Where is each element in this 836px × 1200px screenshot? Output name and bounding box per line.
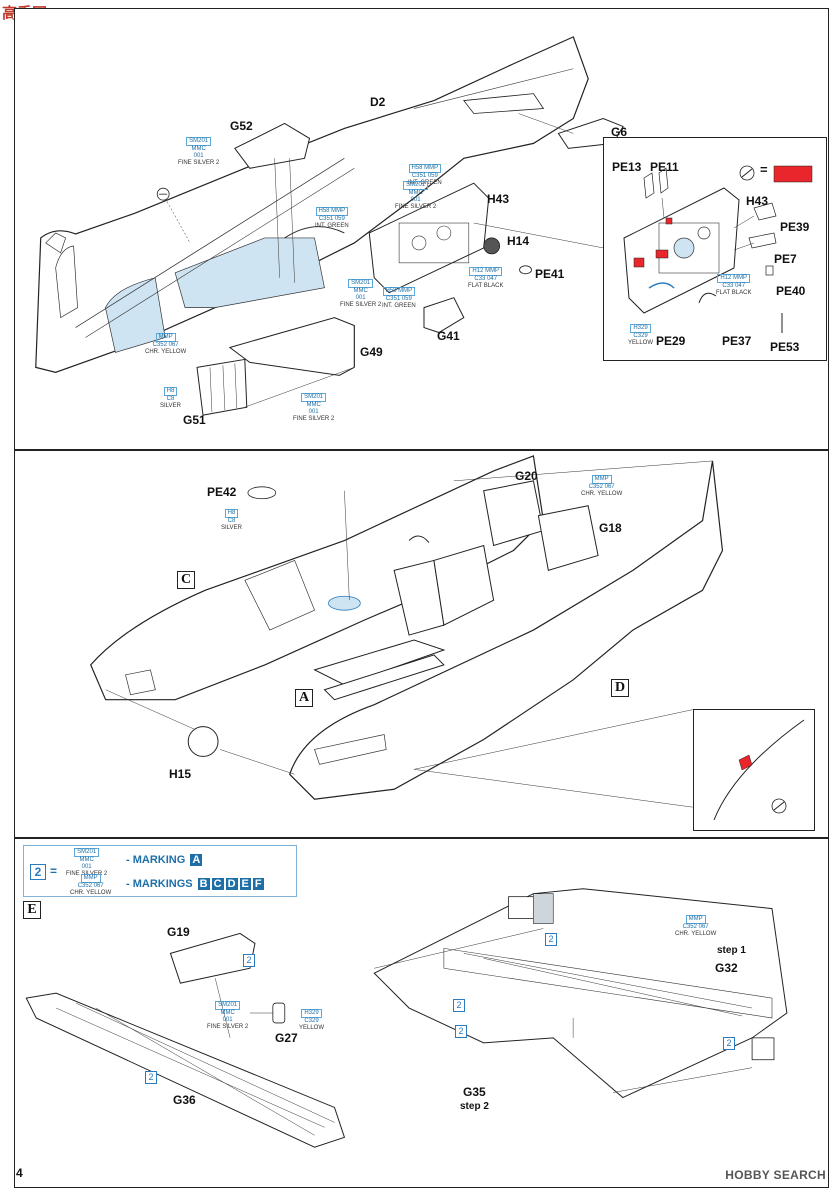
part-label-g41: G41 (437, 329, 460, 343)
photo-etch-detail-inset: = PE13 PE11 H43 PE39 PE7 PE40 PE29 PE37 … (603, 137, 827, 361)
ref-number-box: 2 (30, 864, 46, 880)
vent-detail-drawing (713, 719, 805, 821)
part-label-pe53: PE53 (770, 340, 800, 354)
fuselage-half-drawing (35, 36, 624, 416)
red-paint-swatch (773, 165, 813, 183)
part-label-g36: G36 (173, 1093, 196, 1107)
paint-callout-sm201: SM201 MMC 001 FINE SILVER 2 (207, 1001, 249, 1030)
part-label-h15: H15 (169, 767, 192, 781)
marking-legend: 2 = SM201 MMC 001 FINE SILVER 2 - MARKIN… (23, 845, 297, 897)
paint-callout-sm201: SM201 MMC 001 FINE SILVER 2 (293, 393, 335, 422)
ref-number-box: 2 (453, 999, 465, 1012)
page-number: 4 (16, 1166, 23, 1180)
section-marker-c: C (177, 571, 195, 589)
ref-number-box: 2 (545, 933, 557, 946)
part-label-g18: G18 (599, 521, 622, 535)
section-marker-a: A (295, 689, 313, 707)
step-label-2: step 2 (460, 1101, 489, 1112)
part-label-pe7: PE7 (774, 252, 797, 266)
paint-callout-sm201: SM201 MMC 001 FINE SILVER 2 (340, 279, 382, 308)
paint-callout-h12: H12 MMP C33 047 FLAT BLACK (468, 267, 504, 289)
part-label-g51: G51 (183, 413, 206, 427)
part-label-g35: G35 (463, 1085, 486, 1099)
part-label-h43: H43 (487, 192, 510, 206)
paint-callout-h8: H8 C8 SILVER (160, 387, 181, 409)
equals-sign: = (50, 864, 58, 878)
part-label-g19: G19 (167, 925, 190, 939)
part-label-g20: G20 (515, 469, 538, 483)
part-label-pe41: PE41 (535, 267, 565, 281)
step-panel-wing: 2 = SM201 MMC 001 FINE SILVER 2 - MARKIN… (14, 838, 829, 1188)
part-label-pe11: PE11 (650, 160, 679, 174)
paint-callout-h329: H329 C329 YELLOW (299, 1009, 325, 1031)
ref-number-box: 2 (145, 1071, 157, 1084)
step-label-1: step 1 (717, 945, 746, 956)
paint-callout-sm201: SM201 MMC 001 FINE SILVER 2 (395, 181, 437, 210)
paint-callout-chr-yellow: MMP C352 067 CHR. YELLOW (145, 333, 187, 355)
ref-number-box: 2 (243, 954, 255, 967)
paint-callout-chr-yellow: MMP C352 067 CHR. YELLOW (675, 915, 717, 937)
part-label-pe42: PE42 (207, 485, 237, 499)
part-label-pe39: PE39 (780, 220, 810, 234)
part-label-h43: H43 (746, 194, 769, 208)
watermark: HOBBY SEARCH (725, 1168, 826, 1182)
part-label-d2: D2 (370, 95, 386, 109)
detail-inset-vent (693, 709, 815, 831)
part-label-pe13: PE13 (612, 160, 642, 174)
ref-number-box: 2 (723, 1037, 735, 1050)
step-panel-fuselage-assembly: C A D PE42 G20 G18 H15 H8 C8 SILVER MMP … (14, 450, 829, 838)
instrument-panel-detail-drawing (623, 165, 813, 333)
ref-number-box: 2 (455, 1025, 467, 1038)
part-label-pe40: PE40 (776, 284, 806, 298)
wing-interior-drawing (25, 888, 788, 1148)
paint-callout-h329: H329 C329 YELLOW (628, 324, 654, 346)
part-label-g52: G52 (230, 119, 253, 133)
part-label-h14: H14 (507, 234, 530, 248)
part-label-g49: G49 (360, 345, 383, 359)
part-label-g32: G32 (715, 961, 738, 975)
part-label-pe37: PE37 (722, 334, 752, 348)
part-label-g27: G27 (275, 1031, 298, 1045)
part-label-pe29: PE29 (656, 334, 686, 348)
paint-callout-sm201: SM201 MMC 001 FINE SILVER 2 (178, 137, 220, 166)
equals-sign: = (760, 162, 768, 177)
paint-callout-chr-yellow: MMP C352 067 CHR. YELLOW (581, 475, 623, 497)
paint-callout-h8: H8 C8 SILVER (221, 509, 242, 531)
paint-callout-h58: H58 MMP C351 059 INT. GREEN (382, 287, 416, 309)
paint-callout-h58: H58 MMP C351 059 INT. GREEN (408, 164, 442, 186)
marking-row-1: - MARKING A (126, 854, 203, 866)
fuselage-join-drawing (90, 455, 724, 808)
paint-callout-chr-yellow: MMP C352 067 CHR. YELLOW (70, 874, 112, 896)
paint-callout-h58: H58 MMP C351 059 INT. GREEN (315, 207, 349, 229)
section-marker-d: D (611, 679, 629, 697)
paint-callout-h12: H12 MMP C33 047 FLAT BLACK (716, 274, 752, 296)
step-panel-cockpit-sidewall: D2 G52 G6 H43 H14 PE41 G41 G49 G51 SM201… (14, 8, 829, 450)
section-marker-e: E (23, 901, 41, 919)
part-label-g6: G6 (611, 125, 628, 139)
